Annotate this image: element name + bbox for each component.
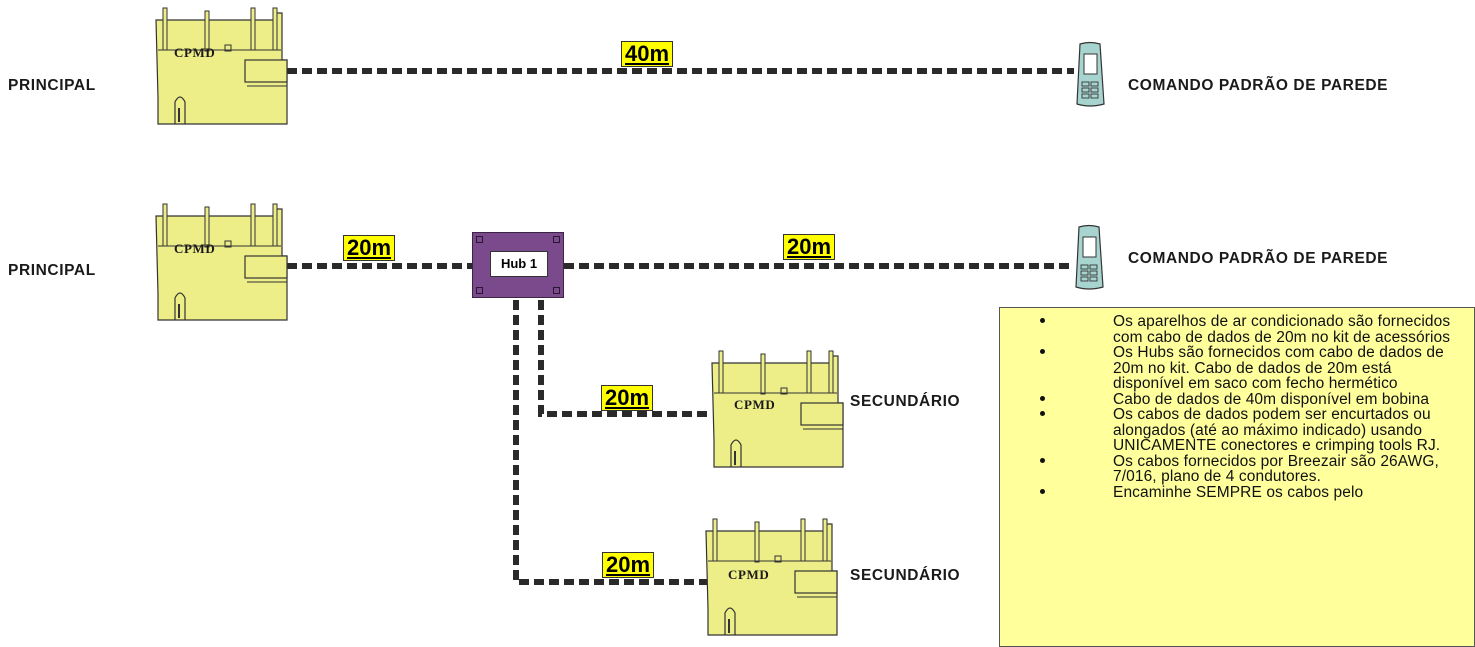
wall-controller-icon	[1076, 41, 1105, 107]
evaporative-cooler-icon	[705, 518, 838, 636]
distance-label-secondary1: 20m	[601, 385, 654, 411]
distance-label-secondary2: 20m	[602, 552, 655, 578]
note-item: Os cabos de dados podem ser encurtados o…	[1000, 407, 1474, 454]
remote-label-row2: COMANDO PADRÃO DE PAREDE	[1128, 250, 1389, 267]
notes-list: Os aparelhos de ar condicionado são forn…	[1000, 314, 1474, 500]
note-text: Os aparelhos de ar condicionado são forn…	[1113, 313, 1451, 346]
unit-label-row2: CPMD	[174, 241, 216, 256]
bullet-icon	[1040, 349, 1045, 354]
bullet-icon	[1040, 318, 1045, 323]
note-text: Os cabos de dados podem ser encurtados o…	[1113, 406, 1441, 454]
remote-label-row1: COMANDO PADRÃO DE PAREDE	[1128, 77, 1389, 94]
note-text: Os Hubs são fornecidos com cabo de dados…	[1113, 344, 1444, 392]
bullet-icon	[1040, 457, 1045, 463]
note-text: Cabo de dados de 40m disponível em bobin…	[1113, 390, 1430, 408]
unit-label-secondary1: CPMD	[734, 397, 776, 412]
secondary-label-2: SECUNDÁRIO	[850, 567, 961, 584]
note-item: Os Hubs são fornecidos com cabo de dados…	[1000, 345, 1474, 392]
note-item: Os cabos fornecidos por Breezair são 26A…	[1000, 452, 1474, 485]
evaporative-cooler-icon	[711, 350, 844, 468]
note-text: Encaminhe SEMPRE os cabos pelo	[1113, 483, 1364, 501]
unit-label-row1: CPMD	[174, 45, 216, 60]
principal-label-row1: PRINCIPAL	[8, 77, 96, 94]
distance-label-row2-left: 20m	[343, 235, 396, 261]
principal-label-row2: PRINCIPAL	[8, 262, 96, 279]
cable-hub-to-secondary1	[538, 300, 707, 417]
note-item: Cabo de dados de 40m disponível em bobin…	[1000, 390, 1474, 408]
distance-label-row1: 40m	[621, 41, 674, 67]
secondary-label-1: SECUNDÁRIO	[850, 393, 961, 410]
note-text: Os cabos fornecidos por Breezair são 26A…	[1113, 452, 1439, 485]
evaporative-cooler-icon	[155, 7, 288, 125]
bullet-icon	[1040, 411, 1045, 416]
distance-label-row2-right: 20m	[783, 234, 836, 260]
evaporative-cooler-icon	[155, 203, 288, 321]
notes-box: Os aparelhos de ar condicionado são forn…	[999, 307, 1475, 647]
hub-label: Hub 1	[490, 251, 548, 277]
hub-box: Hub 1	[472, 232, 564, 298]
cable-hub-to-secondary2	[513, 300, 707, 585]
bullet-icon	[1040, 395, 1045, 401]
note-item: Encaminhe SEMPRE os cabos pelo	[1000, 483, 1474, 501]
unit-label-secondary2: CPMD	[728, 567, 770, 582]
note-item: Os aparelhos de ar condicionado são forn…	[1000, 314, 1474, 345]
bullet-icon	[1040, 488, 1045, 494]
wall-controller-icon	[1075, 224, 1104, 290]
